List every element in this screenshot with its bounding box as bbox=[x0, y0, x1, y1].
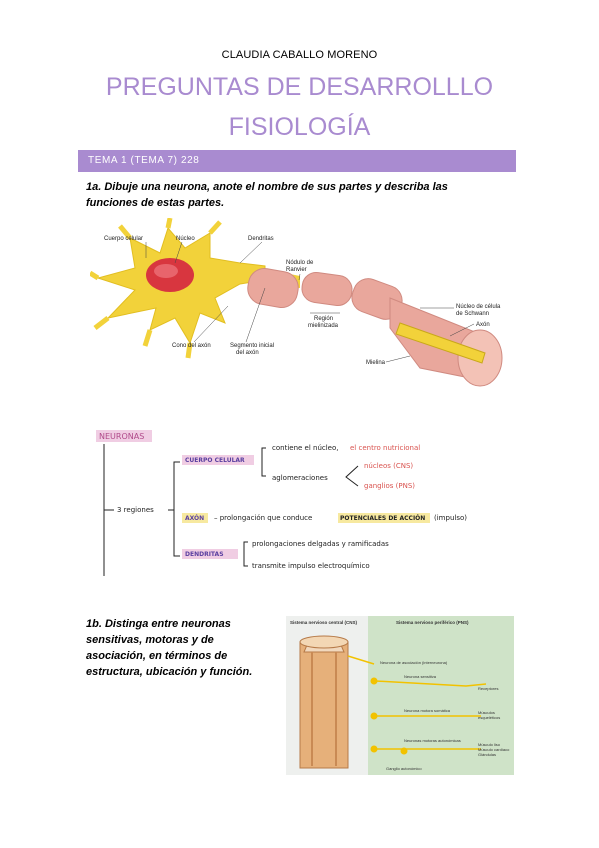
label-cuerpo: Cuerpo celular bbox=[104, 236, 143, 242]
label-axon: Axón bbox=[476, 322, 490, 328]
notes-aglomeraciones: aglomeraciones bbox=[272, 474, 328, 482]
label-cono: Cono del axón bbox=[172, 343, 211, 349]
neuron-notes: NEURONAS 3 regiones CUERPO CELULAR conti… bbox=[96, 430, 467, 576]
notes-nucleos: núcleos (CNS) bbox=[364, 462, 413, 470]
label-dendritas: Dendritas bbox=[248, 236, 274, 242]
notes-axon-desc: – prolongación que conduce bbox=[214, 514, 312, 522]
label-sensitiva: Neurona sensitiva bbox=[404, 674, 437, 679]
label-musculos-1: Músculos bbox=[478, 710, 495, 715]
notes-dendritas: DENDRITAS bbox=[185, 551, 224, 558]
label-pns: Sistema nervioso periférico (PNS) bbox=[396, 620, 469, 625]
notes-regiones: 3 regiones bbox=[117, 506, 154, 514]
myelin-segment-1 bbox=[247, 267, 299, 309]
notes-contiene: contiene el núcleo, bbox=[272, 444, 339, 452]
label-efectores-3: Glándulas bbox=[478, 752, 496, 757]
label-region-2: mielinizada bbox=[308, 323, 339, 329]
label-cns: Sistema nervioso central (CNS) bbox=[290, 620, 358, 625]
title-highlight bbox=[96, 430, 152, 442]
section-label: TEMA 1 (TEMA 7) 228 bbox=[88, 155, 200, 166]
label-ganglio: Ganglio autonómico bbox=[386, 766, 422, 771]
notes-axon: AXÓN bbox=[185, 515, 204, 522]
label-nodulo-2: Ranvier bbox=[286, 267, 307, 273]
notes-potenciales: POTENCIALES DE ACCIÓN bbox=[340, 515, 425, 522]
label-motoras-autonomicas: Neuronas motoras autonómicas bbox=[404, 738, 461, 743]
notes-title: NEURONAS bbox=[99, 432, 144, 441]
label-motora-somatica: Neurona motora somática bbox=[404, 708, 451, 713]
page-subtitle: FISIOLOGÍA bbox=[228, 113, 371, 141]
notes-dend-1: prolongaciones delgadas y ramificadas bbox=[252, 540, 389, 548]
label-nucleo: Núcleo bbox=[176, 236, 195, 242]
page-title: PREGUNTAS DE DESARROLLLO bbox=[105, 73, 494, 101]
label-musculos-2: esqueléticos bbox=[478, 715, 500, 720]
label-asociacion: Neurona de asociación (interneurona) bbox=[380, 660, 448, 665]
label-mielina: Mielina bbox=[366, 360, 386, 366]
label-region-1: Región bbox=[314, 316, 333, 322]
label-efectores-1: Músculo liso bbox=[478, 742, 501, 747]
question-1a: 1a. Dibuje una neurona, anote el nombre … bbox=[86, 181, 448, 209]
label-schwann-1: Núcleo de célula bbox=[456, 304, 501, 310]
section-band: TEMA 1 (TEMA 7) 228 bbox=[78, 150, 516, 172]
notes-cuerpo: CUERPO CELULAR bbox=[185, 457, 245, 464]
dendrite-branches bbox=[90, 218, 222, 359]
neuron-diagram: Cuerpo celular Núcleo Dendritas Nódulo d… bbox=[90, 218, 510, 390]
question-1b: 1b. Distinga entre neuronas sensitivas, … bbox=[86, 618, 253, 678]
label-nodulo-1: Nódulo de bbox=[286, 260, 314, 266]
notes-dend-2: transmite impulso electroquímico bbox=[252, 562, 370, 570]
author-name: CLAUDIA CABALLO MORENO bbox=[221, 49, 378, 61]
label-efectores-2: Músculo cardíaco bbox=[478, 747, 510, 752]
label-receptores: Receptores bbox=[478, 686, 498, 691]
neuron-types-diagram: Sistema nervioso central (CNS) Sistema n… bbox=[286, 616, 514, 775]
label-segmento-2: del axón bbox=[236, 350, 259, 356]
axon-core bbox=[395, 322, 486, 364]
notes-impulso: (impulso) bbox=[434, 514, 467, 522]
label-schwann-2: de Schwann bbox=[456, 311, 489, 317]
myelin-segment-2 bbox=[301, 271, 353, 307]
label-segmento-1: Segmento inicial bbox=[230, 343, 274, 349]
notes-ganglios: ganglios (PNS) bbox=[364, 482, 415, 490]
notes-centro: el centro nutricional bbox=[350, 444, 420, 452]
